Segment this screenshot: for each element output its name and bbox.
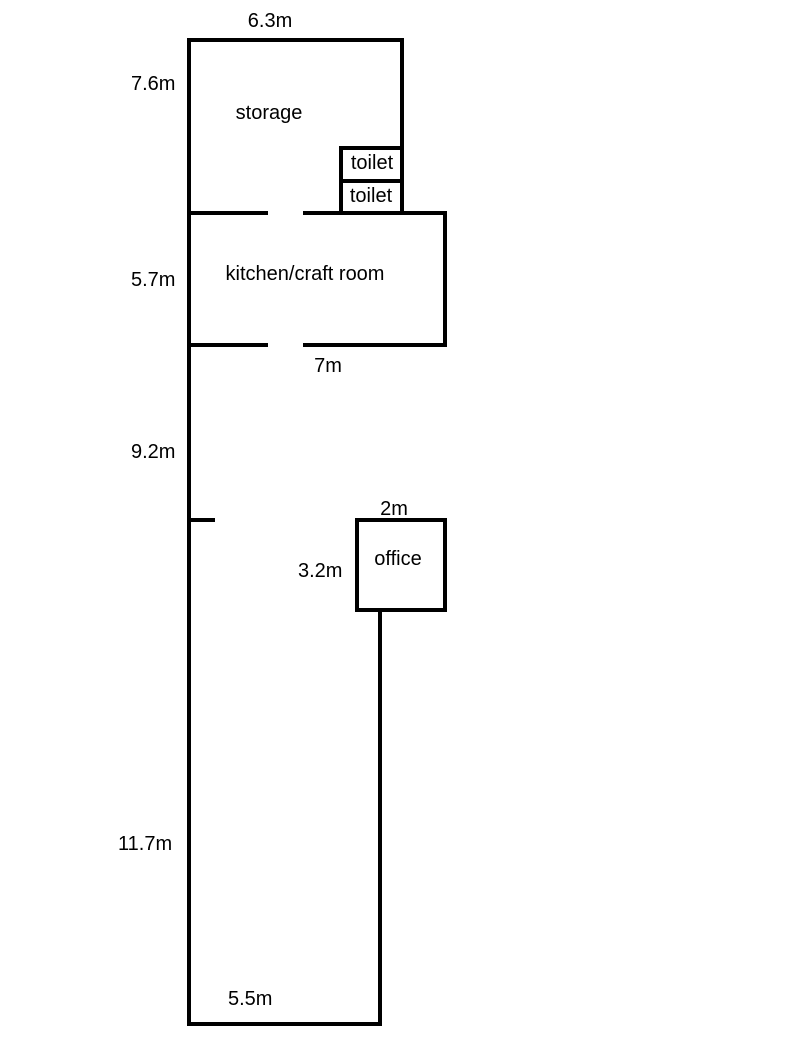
dimension-hall-upper-height: 9.2m: [131, 441, 176, 463]
dimension-hall-lower-height: 11.7m: [118, 833, 173, 855]
wall-office-top: [355, 518, 447, 522]
dimension-office-height: 3.2m: [298, 560, 343, 582]
wall-office-left: [355, 518, 359, 612]
wall-office-right: [443, 518, 447, 612]
wall-office-bottom: [355, 608, 447, 612]
wall-toilet-divider: [339, 179, 404, 183]
wall-toilet-top: [339, 146, 404, 150]
wall-outer-left: [187, 38, 191, 1026]
room-label-storage: storage: [235, 102, 303, 124]
wall-kitchen-bottom-left: [187, 343, 268, 347]
dimension-storage-width: 6.3m: [247, 10, 293, 32]
dimension-office-width: 2m: [380, 498, 408, 520]
wall-storage-top: [187, 38, 404, 42]
dimension-kitchen-width: 7m: [314, 355, 342, 377]
dimension-storage-height: 7.6m: [131, 73, 176, 95]
wall-toilet-left: [339, 146, 343, 215]
dimension-kitchen-height: 5.7m: [131, 269, 176, 291]
room-label-toilet-lower: toilet: [349, 185, 393, 207]
room-label-kitchen: kitchen/craft room: [225, 263, 385, 285]
room-label-office: office: [374, 548, 422, 570]
room-label-toilet-upper: toilet: [350, 152, 394, 174]
dimension-hall-bottom-width: 5.5m: [228, 988, 273, 1010]
wall-kitchen-top-left: [187, 211, 268, 215]
wall-kitchen-right: [443, 211, 447, 347]
wall-storage-right: [400, 38, 404, 215]
wall-kitchen-top-right: [303, 211, 447, 215]
wall-bottom: [187, 1022, 382, 1026]
wall-door-mark: [187, 518, 215, 522]
wall-kitchen-bottom-right: [303, 343, 447, 347]
wall-hall-right: [378, 608, 382, 1026]
